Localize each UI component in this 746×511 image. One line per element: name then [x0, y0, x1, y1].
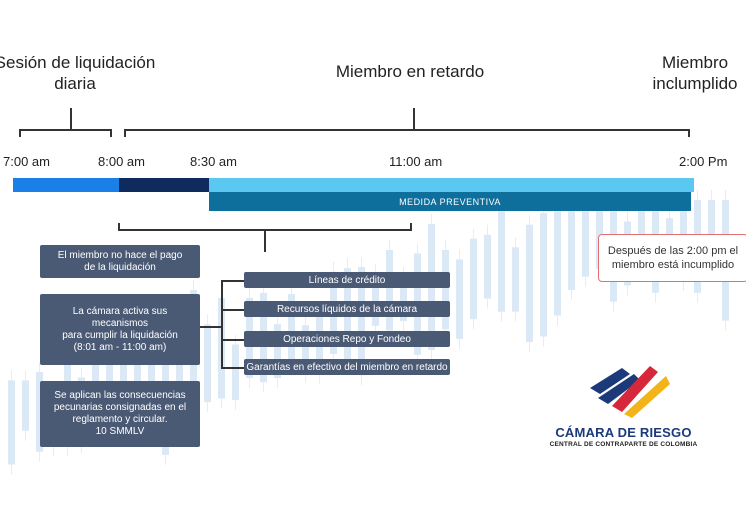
bracket-late-right: [688, 129, 690, 137]
step-mechanisms-line3: para cumplir la liquidación: [62, 329, 178, 341]
bg-candle-body: [302, 325, 309, 373]
header-late-member: Miembro en retardo: [335, 62, 485, 81]
step-no-payment-line2: de la liquidación: [84, 261, 156, 273]
bg-candle-body: [470, 238, 477, 320]
step-mechanisms-line4: (8:01 am - 11:00 am): [73, 341, 167, 353]
bg-candle-body: [8, 380, 15, 465]
step-mechanisms-line1: La cámara activa sus: [72, 305, 168, 317]
step-no-payment-line1: El miembro no hace el pago: [57, 249, 183, 261]
mechanism-liquid-resources: Recursos líquidos de la cámara: [244, 301, 450, 317]
header-defaulted-member: Miembro inclumplido: [640, 52, 746, 94]
bg-candle-body: [274, 324, 281, 379]
brand-tagline: CENTRAL DE CONTRAPARTE DE COLOMBIA: [549, 441, 698, 448]
bg-candle-body: [540, 213, 547, 337]
bracket-session-stem: [70, 108, 72, 130]
time-7am: 7:00 am: [3, 154, 50, 169]
logo-stripe-blue-2: [598, 374, 640, 404]
bracket-session-right: [110, 129, 112, 137]
bg-candle-body: [106, 337, 113, 423]
bg-candle-body: [498, 204, 505, 312]
time-8am: 8:00 am: [98, 154, 145, 169]
bracket-late-left: [124, 129, 126, 137]
bracket-late-bar: [124, 129, 690, 131]
header-defaulted-line1: Miembro: [661, 53, 729, 72]
bg-candle-body: [512, 247, 519, 312]
default-warning-box: Después de las 2:00 pm el miembro está i…: [598, 234, 746, 282]
timeline-segment-early: [13, 178, 119, 192]
default-warning-line2: miembro está incumplido: [611, 259, 735, 271]
connector-branch-2: [221, 309, 244, 311]
bracket-action-right: [410, 223, 412, 231]
bracket-action-left: [118, 223, 120, 231]
bg-candle-body: [442, 249, 449, 330]
header-settlement-session-line2: diaria: [54, 74, 96, 93]
bg-candle-body: [372, 273, 379, 326]
logo-stripe-red: [612, 366, 658, 412]
timeline-segment-grace: [119, 178, 209, 192]
bg-candle-body: [120, 322, 127, 423]
default-warning-line1: Después de las 2:00 pm el: [607, 245, 739, 257]
preventive-measure-bar: MEDIDA PREVENTIVA: [209, 192, 691, 211]
logo-stripe-blue: [590, 368, 630, 394]
bg-candle-body: [484, 234, 491, 299]
bracket-action-stem: [264, 230, 266, 252]
time-2pm: 2:00 Pm: [679, 154, 728, 169]
bg-candle-body: [400, 276, 407, 322]
bg-candle-body: [554, 208, 561, 316]
bracket-session-left: [19, 129, 21, 137]
header-defaulted-line2: inclumplido: [652, 74, 738, 93]
step-consequences-line1: Se aplican las consecuencias: [54, 390, 186, 401]
connector-vertical: [221, 280, 223, 368]
header-settlement-session-line1: Sesión de liquidación: [0, 53, 156, 72]
step-mechanisms-line2: mecanismos: [91, 317, 149, 329]
step-consequences-line3: reglamento y circular.: [72, 414, 168, 425]
bg-candle-body: [288, 294, 295, 366]
bg-candle-body: [22, 380, 29, 431]
bg-candle-body: [708, 200, 715, 252]
timeline-segment-late: [209, 178, 694, 192]
step-activate-mechanisms: La cámara activa sus mecanismos para cum…: [40, 294, 200, 365]
bg-candle-body: [92, 328, 99, 428]
connector-main: [200, 326, 222, 328]
bracket-session-bar: [19, 129, 112, 131]
bg-candle-body: [568, 200, 575, 290]
bg-candle-body: [526, 224, 533, 342]
mechanism-repo-operations: Operaciones Repo y Fondeo: [244, 331, 450, 347]
connector-branch-3: [221, 339, 244, 341]
time-830am: 8:30 am: [190, 154, 237, 169]
mechanism-cash-guarantees: Garantías en efectivo del miembro en ret…: [244, 359, 450, 375]
step-consequences-line2: pecunarias consignadas en el: [53, 402, 187, 413]
bg-candle-body: [358, 266, 365, 376]
bg-candle-body: [386, 249, 393, 331]
time-11am: 11:00 am: [389, 154, 443, 169]
bracket-late-stem: [413, 108, 415, 130]
brand-name: CÁMARA DE RIESGO: [555, 425, 692, 440]
bg-candle-body: [36, 371, 43, 452]
step-consequences: Se aplican las consecuencias pecunarias …: [40, 381, 200, 447]
bg-candle-body: [176, 341, 183, 393]
camara-de-riesgo-logo-mark: [590, 366, 670, 418]
step-no-payment: El miembro no hace el pago de la liquida…: [40, 245, 200, 278]
connector-branch-4: [221, 367, 244, 369]
bg-candle-body: [456, 259, 463, 339]
bg-candle-body: [232, 344, 239, 400]
logo-stripe-yellow: [624, 376, 670, 418]
connector-branch-1: [221, 280, 244, 282]
bg-candle-body: [582, 207, 589, 277]
bg-candle-body: [638, 205, 645, 246]
mechanism-credit-lines: Líneas de crédito: [244, 272, 450, 288]
header-settlement-session: Sesión de liquidación diaria: [0, 52, 160, 94]
step-consequences-line4: 10 SMMLV: [95, 426, 145, 437]
bg-candle-body: [204, 324, 211, 403]
